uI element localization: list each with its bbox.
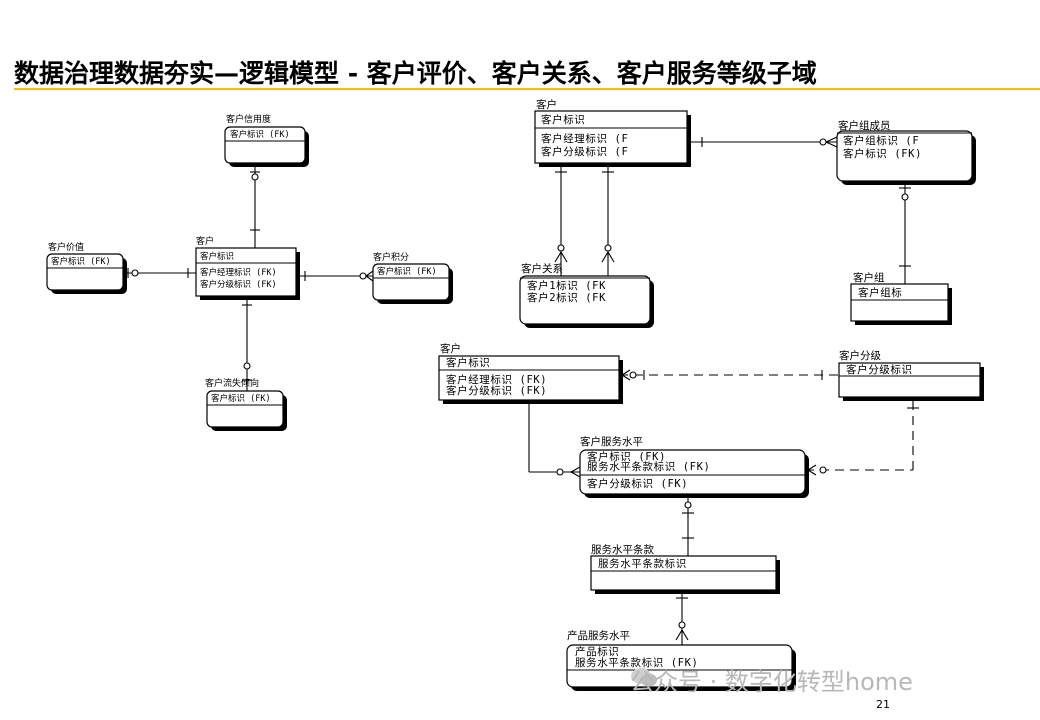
entity-customer-left[interactable]: 客户 客户标识 客户经理标识 (FK) 客户分级标识 (FK) [195, 235, 300, 300]
entity-customer-bottom[interactable]: 客户 客户标识 客户经理标识 (FK) 客户分级标识 (FK) [438, 342, 623, 404]
entity-customer-service-level[interactable]: 客户服务水平 客户标识 (FK) 服务水平条款标识 (FK) 客户分级标识 (F… [579, 435, 809, 498]
pk-attr: 客户标识 (FK) [51, 256, 111, 267]
entity-customer-relation[interactable]: 客户关系 客户1标识 (FK 客户2标识 (FK [519, 262, 654, 328]
wechat-icon [631, 668, 657, 687]
attr: 客户分级标识 (F [541, 145, 628, 158]
attr: 客户标识 (FK) [843, 147, 922, 160]
entity-customer-value[interactable]: 客户价值 客户标识 (FK) [46, 241, 127, 294]
entity-name: 客户流失倾向 [205, 377, 259, 389]
entity-name: 客户组 [853, 271, 885, 284]
attr: 客户1标识 (FK [527, 279, 606, 292]
entity-name: 客户信用度 [226, 113, 271, 125]
entity-customer-credit[interactable]: 客户信用度 客户标识 (FK) [224, 113, 309, 167]
pk-attr: 客户标识 [200, 251, 234, 262]
entity-customer-group[interactable]: 客户组 客户组标 [850, 271, 952, 325]
pk-attr: 产品标识 [575, 645, 619, 658]
pk-attr: 客户标识 [446, 356, 490, 369]
entity-name: 产品服务水平 [567, 629, 630, 642]
title-underline [14, 88, 1040, 90]
page-number: 21 [876, 698, 890, 711]
entity-name: 客户组成员 [838, 119, 891, 132]
entity-name: 客户价值 [48, 241, 84, 253]
attr: 客户分级标识 (FK) [587, 477, 688, 490]
page-title: 数据治理数据夯实—逻辑模型 - 客户评价、客户关系、客户服务等级子域 [14, 59, 817, 88]
entity-customer-group-member[interactable]: 客户组成员 客户组标识 (F 客户标识 (FK) [836, 119, 976, 185]
entity-name: 服务水平条款 [591, 543, 654, 556]
attr: 客户组标识 (F [843, 134, 919, 147]
pk-attr: 服务水平条款标识 (FK) [575, 656, 698, 669]
watermark: 公众号 · 数字化转型home [630, 668, 913, 696]
pk-attr: 客户标识 [541, 113, 585, 126]
pk-attr: 客户标识 (FK) [211, 393, 271, 404]
entity-customer-churn[interactable]: 客户流失倾向 客户标识 (FK) [205, 377, 287, 431]
attr: 客户分级标识 (FK) [446, 384, 547, 397]
entity-name: 客户关系 [521, 262, 563, 275]
entity-name: 客户 [196, 235, 214, 247]
entity-customer-top[interactable]: 客户 客户标识 客户经理标识 (F 客户分级标识 (F [534, 98, 691, 167]
attr: 客户分级标识 (FK) [200, 279, 277, 290]
attr: 客户经理标识 (FK) [200, 267, 277, 278]
relationship-d3 [528, 369, 919, 645]
pk-attr: 客户标识 (FK) [230, 129, 290, 140]
attr: 客户经理标识 (F [541, 132, 628, 145]
entity-customer-points[interactable]: 客户积分 客户标识 (FK) [372, 251, 453, 304]
pk-attr: 客户标识 (FK) [377, 266, 437, 277]
pk-attr: 客户组标 [858, 286, 902, 299]
pk-attr: 客户标识 (FK) [587, 450, 666, 463]
entity-service-level-clause[interactable]: 服务水平条款 服务水平条款标识 [590, 543, 780, 594]
attr: 客户经理标识 (FK) [446, 373, 547, 386]
entity-customer-grade[interactable]: 客户分级 客户分级标识 [838, 349, 984, 401]
entity-name: 客户服务水平 [580, 435, 643, 448]
pk-attr: 服务水平条款标识 (FK) [587, 460, 710, 473]
pk-attr: 服务水平条款标识 [598, 557, 687, 570]
relationship-d1 [127, 167, 374, 391]
attr: 客户2标识 (FK [527, 291, 606, 304]
entity-product-service-level[interactable]: 产品服务水平 产品标识 服务水平条款标识 (FK) [566, 629, 796, 691]
entity-name: 客户积分 [373, 251, 409, 263]
entity-name: 客户分级 [839, 349, 881, 362]
pk-attr: 客户分级标识 [846, 363, 913, 376]
entity-name: 客户 [536, 98, 557, 111]
relationship-d2 [554, 136, 911, 284]
entity-name: 客户 [440, 342, 461, 355]
